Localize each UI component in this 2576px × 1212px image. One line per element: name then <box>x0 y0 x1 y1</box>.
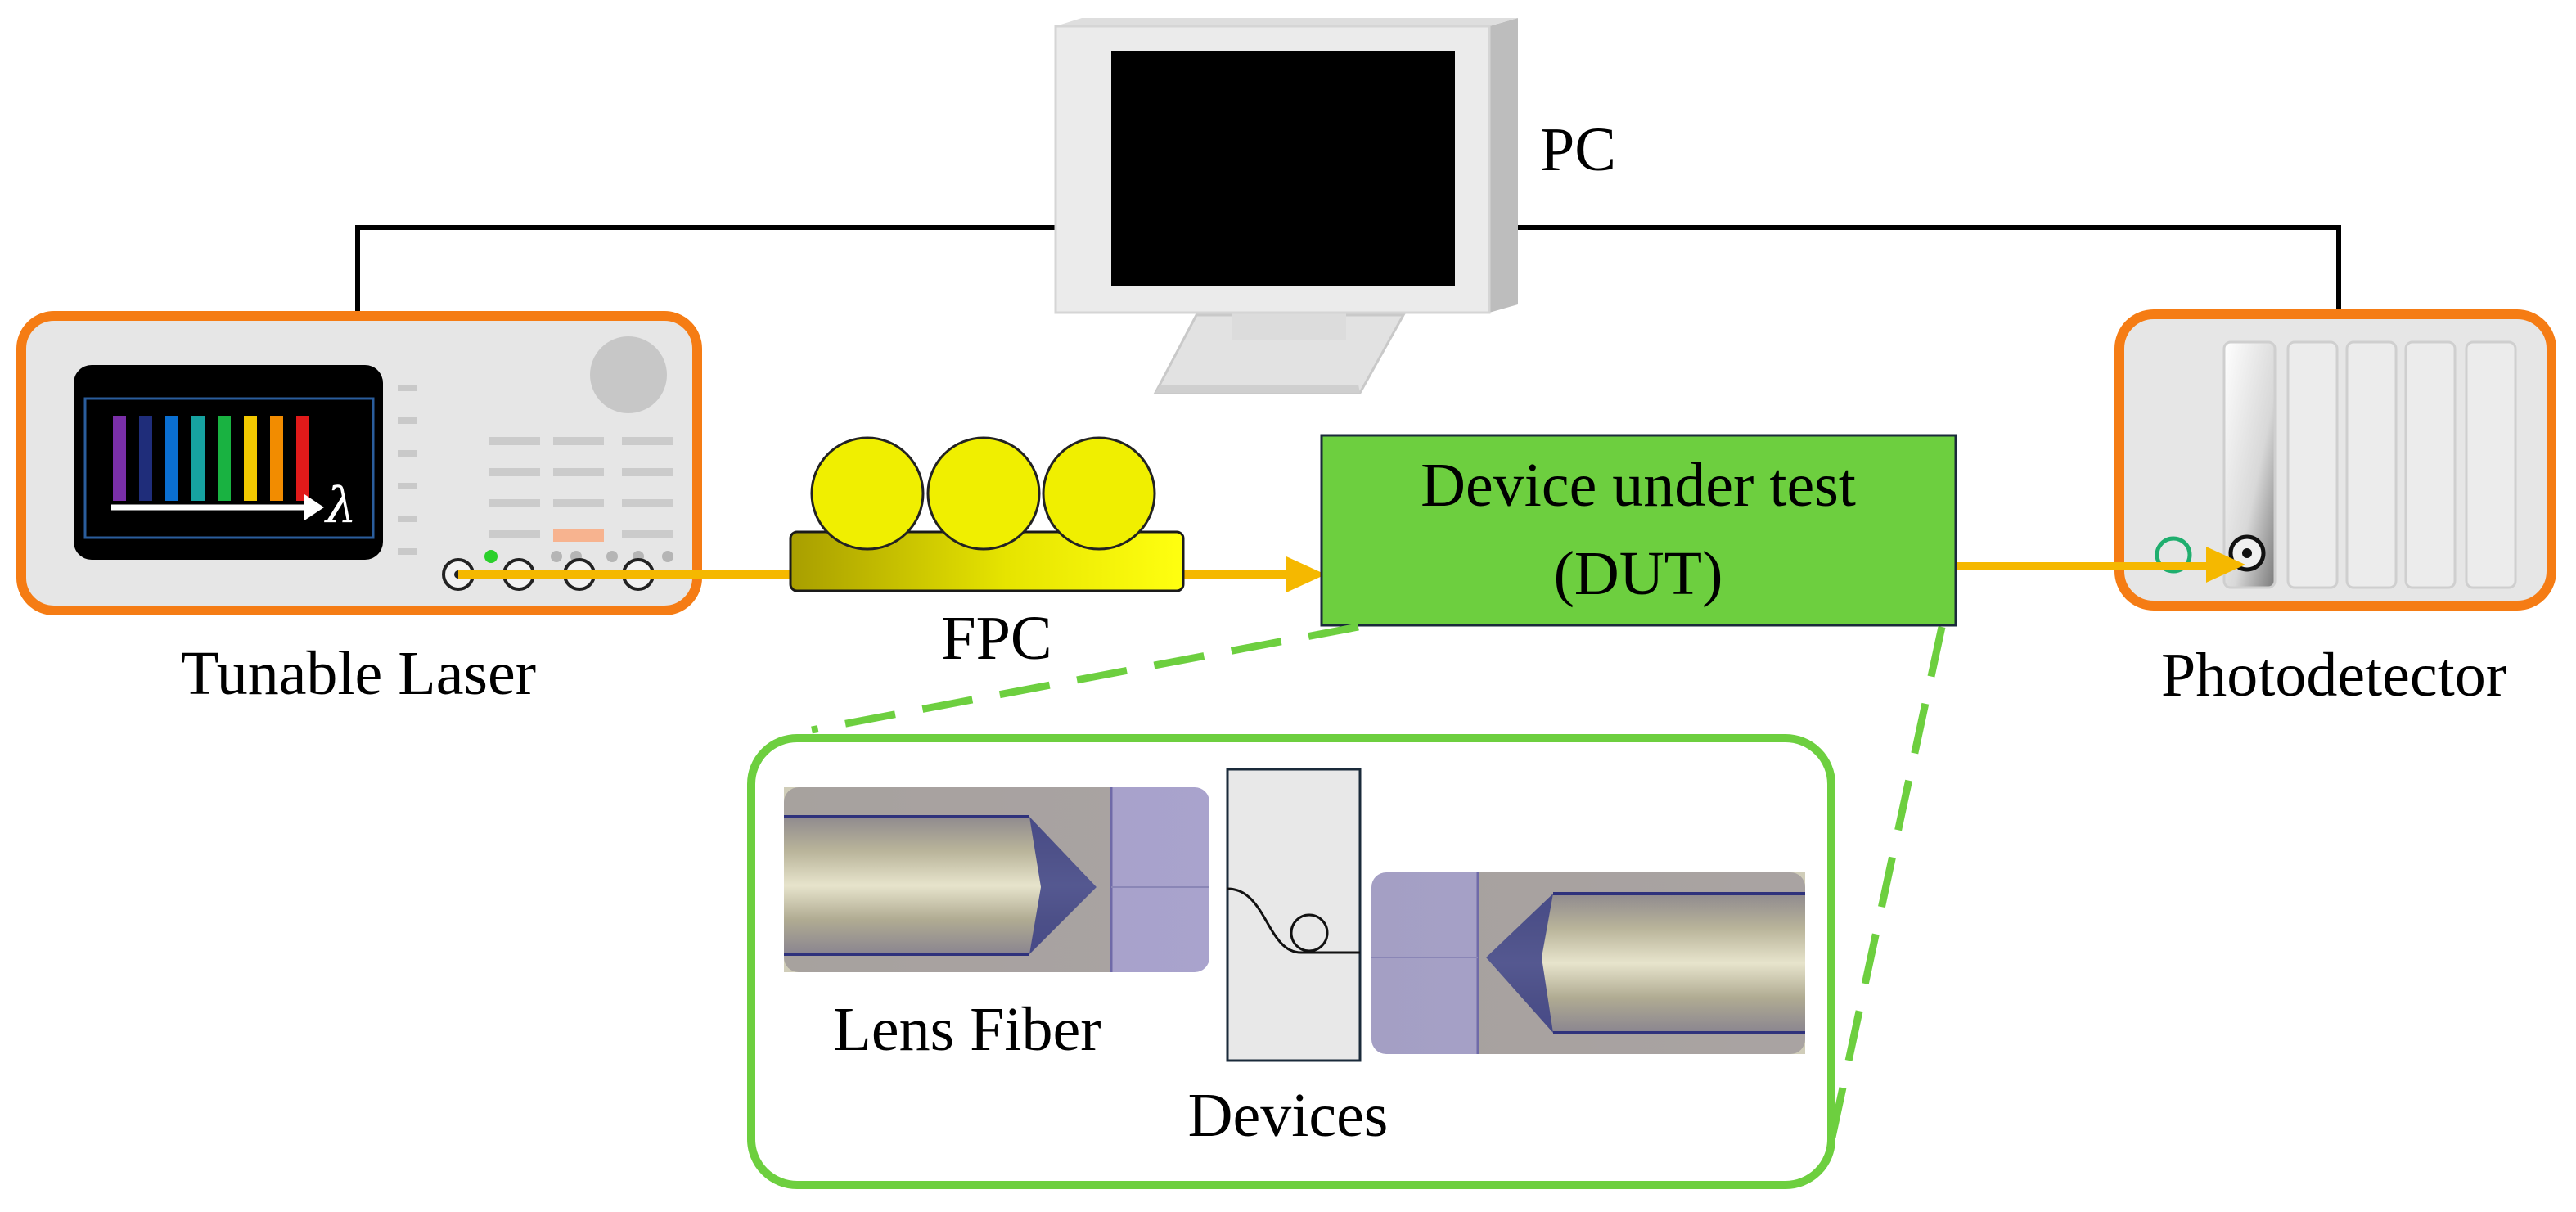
laser-small-button <box>662 551 673 562</box>
tunable-laser-label: Tunable Laser <box>181 639 536 708</box>
laser-side-key <box>398 516 417 522</box>
laser-key <box>553 437 604 445</box>
device-waveguide <box>1227 887 1360 954</box>
electrical-connections <box>355 225 2341 313</box>
monitor-bezel-side <box>1489 18 1518 313</box>
photodetector-label: Photodetector <box>2161 641 2506 710</box>
fpc-paddle-2 <box>926 436 1041 551</box>
lens-fiber-image-right <box>1371 872 1805 1054</box>
photodetector-slot <box>2286 340 2339 589</box>
tunable-laser: λ <box>16 311 702 615</box>
arrow-into-dut <box>1286 556 1326 592</box>
fpc-paddle-3 <box>1042 436 1156 551</box>
fpc-paddle-1 <box>810 436 925 551</box>
device-chip <box>1226 768 1362 1062</box>
lens-fiber-image-left <box>784 787 1209 972</box>
laser-key <box>489 499 540 507</box>
laser-key <box>622 468 673 476</box>
spectrum-bar <box>270 416 283 501</box>
laser-side-key <box>398 450 417 457</box>
laser-side-key <box>398 548 417 555</box>
arrow-into-photodetector <box>2206 547 2245 583</box>
zoom-lines <box>811 623 1946 1165</box>
monitor-stand-neck <box>1232 309 1346 340</box>
dut-box: Device under test (DUT) <box>1320 434 1957 627</box>
spectrum-bar <box>218 416 231 501</box>
devices-label: Devices <box>1188 1081 1389 1150</box>
dut-label-line2: (DUT) <box>1554 539 1723 608</box>
spectrum-bar <box>165 416 178 501</box>
photodetector-slot <box>2465 340 2517 589</box>
pc-label: PC <box>1540 115 1616 184</box>
spectrum-bars <box>113 416 309 501</box>
laser-side-key <box>398 385 417 391</box>
laser-status-led <box>484 550 498 563</box>
photodetector-slots <box>2286 340 2517 589</box>
zoom-line-left <box>811 623 1359 734</box>
laser-key <box>489 437 540 445</box>
laser-side-key <box>398 417 417 424</box>
photodetector <box>2114 309 2556 611</box>
lens-fiber-label: Lens Fiber <box>833 995 1101 1064</box>
photodetector-active-slot <box>2222 340 2277 589</box>
wavelength-axis-arrowhead <box>304 494 324 520</box>
fpc-label: FPC <box>941 604 1052 673</box>
monitor-bezel-top <box>1056 18 1518 26</box>
monitor-screen <box>1111 51 1455 286</box>
laser-key <box>553 468 604 476</box>
laser-key <box>553 499 604 507</box>
spectrum-bar <box>113 416 126 501</box>
optical-path <box>458 562 2219 579</box>
photodetector-slot <box>2404 340 2457 589</box>
fiber-polarization-controller <box>789 436 1185 592</box>
dut-rect <box>1320 434 1957 627</box>
spectrum-bar <box>139 416 152 501</box>
spectrum-bar <box>191 416 205 501</box>
laser-key <box>489 468 540 476</box>
pc-to-photodetector-cable <box>1518 225 2341 311</box>
laser-to-pc-cable <box>355 225 1056 313</box>
dut-label-line1: Device under test <box>1421 451 1856 520</box>
zoom-line-right <box>1822 626 1946 1165</box>
laser-knob <box>590 336 667 413</box>
laser-key <box>622 530 673 538</box>
laser-side-key <box>398 483 417 489</box>
photodetector-indicator <box>2155 536 2192 574</box>
laser-side-keys <box>398 385 417 555</box>
spectrum-bar <box>296 416 309 501</box>
spectrum-bar <box>244 416 257 501</box>
laser-key <box>622 499 673 507</box>
lambda-symbol: λ <box>324 477 357 534</box>
laser-key <box>489 530 540 538</box>
photodetector-slot <box>2345 340 2398 589</box>
inset-panel: Lens Fiber Devices <box>747 734 1835 1189</box>
laser-display-frame <box>83 397 375 539</box>
laser-highlight-key <box>553 529 604 542</box>
laser-small-button <box>551 551 562 562</box>
device-ring-resonator <box>1290 913 1329 953</box>
pc-monitor <box>1054 18 1518 394</box>
laser-key <box>622 437 673 445</box>
laser-small-button <box>606 551 618 562</box>
